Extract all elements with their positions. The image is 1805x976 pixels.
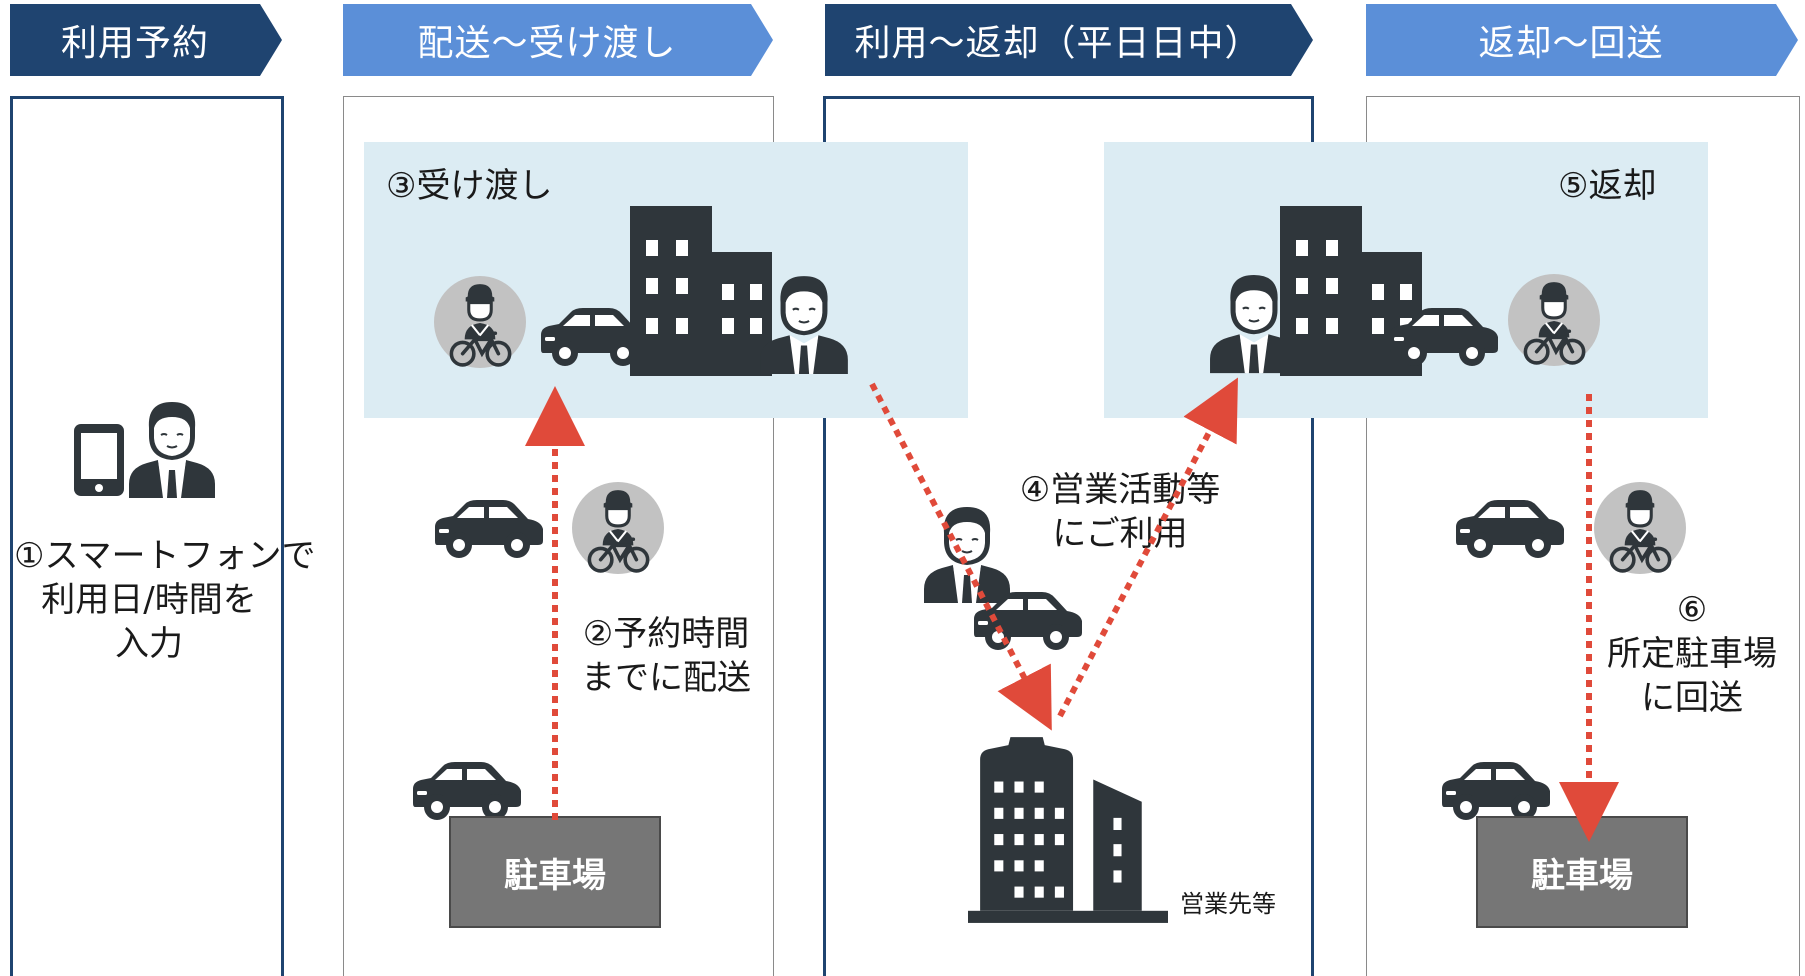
step6-label: ⑥ 所定駐車場 に回送 xyxy=(1607,590,1777,718)
phase-chevron-delivery: 配送～受け渡し xyxy=(343,4,773,76)
panel-reservation xyxy=(10,96,284,976)
phase-chevron-reservation: 利用予約 xyxy=(10,4,282,76)
step3-label: ③受け渡し xyxy=(386,166,553,206)
step1-label: ①スマートフォンで 利用日/時間を 入力 xyxy=(14,536,316,664)
phase-label: 返却～回送 xyxy=(1478,23,1664,64)
phase-label: 配送～受け渡し xyxy=(417,23,677,64)
client-label: 営業先等 xyxy=(1180,890,1276,918)
step5-label: ⑤返却 xyxy=(1558,166,1657,206)
smartphone-icon xyxy=(74,424,124,496)
phase-chevron-return: 返却～回送 xyxy=(1366,4,1798,76)
arrow-to-client xyxy=(869,382,1052,731)
step4-label: ④営業活動等 にご利用 xyxy=(1019,470,1221,554)
step2-label: ②予約時間 までに配送 xyxy=(581,614,751,698)
arrow-from-client xyxy=(1057,377,1238,718)
parking-label: 駐車場 xyxy=(1531,855,1633,896)
phase-label: 利用～返却（平日日中） xyxy=(854,23,1262,64)
phase-label: 利用予約 xyxy=(60,23,209,64)
parking-label: 駐車場 xyxy=(504,855,606,896)
phase-chevron-usage: 利用～返却（平日日中） xyxy=(825,4,1313,76)
